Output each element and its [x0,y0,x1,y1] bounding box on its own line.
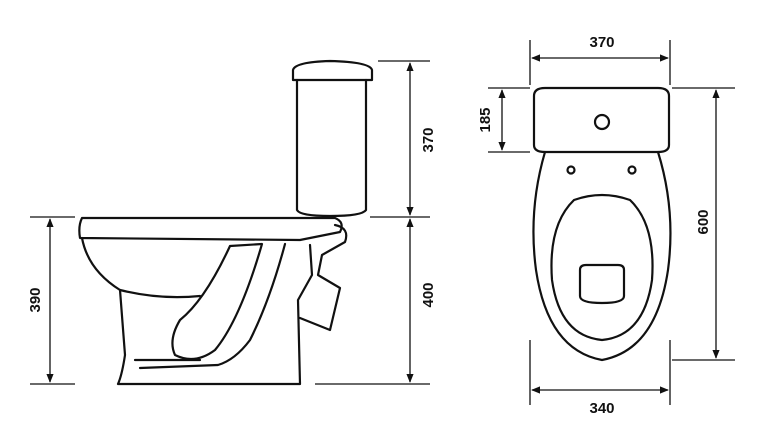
side-view: 390 370 400 [27,59,437,386]
dimension-label-185: 185 [477,107,494,132]
tank-side [291,59,374,218]
dimension-label-340: 340 [589,400,614,417]
dimension-600: 600 [672,87,735,361]
dimension-label-390: 390 [27,287,44,312]
dimension-label-370-width: 370 [589,34,614,51]
dimension-340: 340 [529,340,671,417]
dimension-185: 185 [477,87,530,153]
dimension-370-tank-width: 370 [529,34,671,85]
dimension-label-400: 400 [420,282,437,307]
bowl-top [532,150,672,362]
dimension-390: 390 [27,216,75,385]
flush-button-icon [593,113,611,131]
top-view: 370 185 600 340 [477,34,735,417]
dimension-370-tank-height: 370 [370,60,437,218]
dimension-400: 400 [315,218,437,385]
dimension-label-370-height: 370 [420,127,437,152]
dimension-label-600: 600 [695,209,712,234]
tank-top [532,86,671,154]
bowl-side [78,216,348,386]
